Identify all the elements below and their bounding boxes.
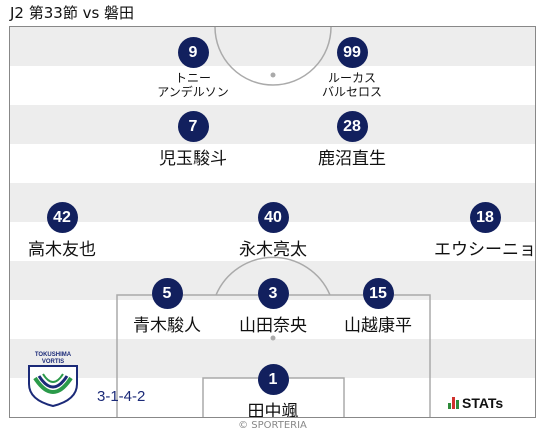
pitch-stripe — [10, 105, 535, 144]
player-name: 永木亮太 — [239, 240, 307, 260]
player-name: 田中颯 — [247, 402, 299, 418]
player-number-badge: 18 — [469, 202, 501, 233]
player-3[interactable]: 3 山田奈央 — [208, 278, 338, 336]
formation-label: 3-1-4-2 — [97, 388, 146, 405]
player-28[interactable]: 28 鹿沼直生 — [287, 111, 417, 169]
stats-label: STATs — [462, 395, 504, 411]
player-number-badge: 7 — [177, 111, 209, 142]
svg-text:VORTIS: VORTIS — [42, 359, 64, 365]
page-title: J2 第33節 vs 磐田 — [10, 4, 135, 22]
stats-logo: STATs — [448, 395, 503, 411]
player-7[interactable]: 7 児玉駿斗 — [128, 111, 258, 169]
player-15[interactable]: 15 山越康平 — [313, 278, 443, 336]
player-5[interactable]: 5 青木駿人 — [102, 278, 232, 336]
svg-text:TOKUSHIMA: TOKUSHIMA — [35, 352, 72, 358]
player-number-badge: 3 — [257, 278, 289, 309]
player-number-badge: 99 — [336, 37, 368, 68]
player-name: ルーカス バルセロス — [321, 71, 382, 99]
player-40[interactable]: 40 永木亮太 — [208, 202, 338, 260]
player-name: 山田奈央 — [239, 316, 307, 336]
player-name: 児玉駿斗 — [159, 149, 227, 169]
player-number-badge: 40 — [257, 202, 289, 233]
copyright: © SPORTERIA — [238, 420, 307, 431]
player-number-badge: 5 — [151, 278, 183, 309]
player-18[interactable]: 18 エウシーニョ — [420, 202, 536, 260]
player-name: 鹿沼直生 — [318, 149, 386, 169]
player-99[interactable]: 99 ルーカス バルセロス — [287, 37, 417, 99]
team-logo: TOKUSHIMA VORTIS — [28, 352, 78, 408]
player-name: 高木友也 — [28, 240, 96, 260]
player-42[interactable]: 42 高木友也 — [10, 202, 127, 260]
player-name: トニー アンデルソン — [157, 71, 229, 99]
player-number-badge: 1 — [257, 364, 289, 395]
player-9[interactable]: 9 トニー アンデルソン — [128, 37, 258, 99]
pitch: 9 トニー アンデルソン 99 ルーカス バルセロス 7 児玉駿斗 28 鹿沼直… — [9, 26, 536, 418]
player-number-badge: 28 — [336, 111, 368, 142]
player-number-badge: 15 — [362, 278, 394, 309]
pitch-stripe — [10, 27, 535, 66]
stats-bars-icon — [448, 397, 459, 409]
player-name: 青木駿人 — [133, 316, 201, 336]
player-number-badge: 42 — [46, 202, 78, 233]
player-number-badge: 9 — [177, 37, 209, 68]
player-1[interactable]: 1 田中颯 — [208, 364, 338, 418]
pitch-stripe — [10, 417, 535, 418]
player-name: 山越康平 — [344, 316, 412, 336]
player-name: エウシーニョ — [434, 240, 536, 260]
